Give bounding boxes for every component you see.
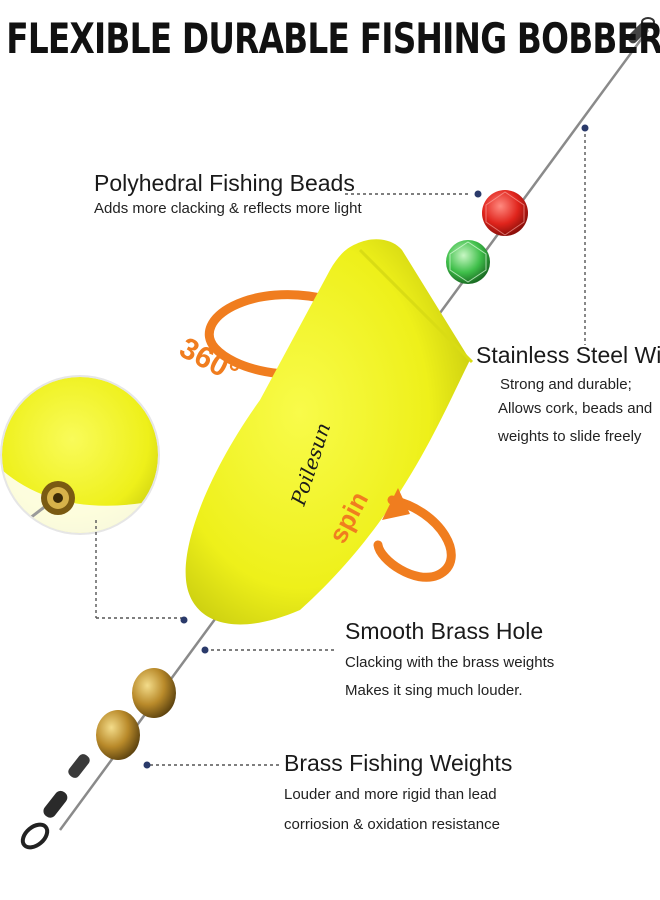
callout-hole: Smooth Brass Hole Clacking with the bras… [345,618,554,703]
callout-weights: Brass Fishing Weights Louder and more ri… [284,750,512,837]
callout-desc: weights to slide freely [498,428,642,445]
callout-desc: Makes it sing much louder. [345,682,523,699]
bobber-body [185,239,474,625]
callout-title: Polyhedral Fishing Beads [94,170,355,196]
spin-arrow-icon [373,495,456,582]
callout-title: Stainless Steel Wire [476,342,660,368]
bottom-swivel-icon [20,754,90,850]
callout-desc: Adds more clacking & reflects more light [94,200,362,217]
callout-dots [143,124,589,769]
top-swivel-icon [627,17,655,44]
callout-desc: Louder and more rigid than lead [284,786,497,803]
callout-title: Brass Fishing Weights [284,750,513,776]
spin-arrowhead-icon [382,488,410,520]
green-bead-icon [446,240,490,284]
callout-desc: Allows cork, beads and [498,400,653,417]
headline: FLEXIBLE DURABLE FISHING BOBBERS [6,14,660,63]
callout-wire: Stainless Steel Wire Strong and durable;… [476,342,660,449]
brass-weight-icon [96,710,140,760]
callout-title: Smooth Brass Hole [345,618,544,644]
callout-beads: Polyhedral Fishing Beads Adds more clack… [94,170,362,221]
callout-lines [95,128,586,766]
callout-desc: Clacking with the brass weights [345,654,555,671]
callout-desc: corriosion & oxidation resistance [284,816,500,833]
brass-weight-icon [132,668,176,718]
brass-hole-zoom-inset [0,375,160,535]
callout-desc: Strong and durable; [500,376,632,393]
red-bead-icon [482,190,528,236]
